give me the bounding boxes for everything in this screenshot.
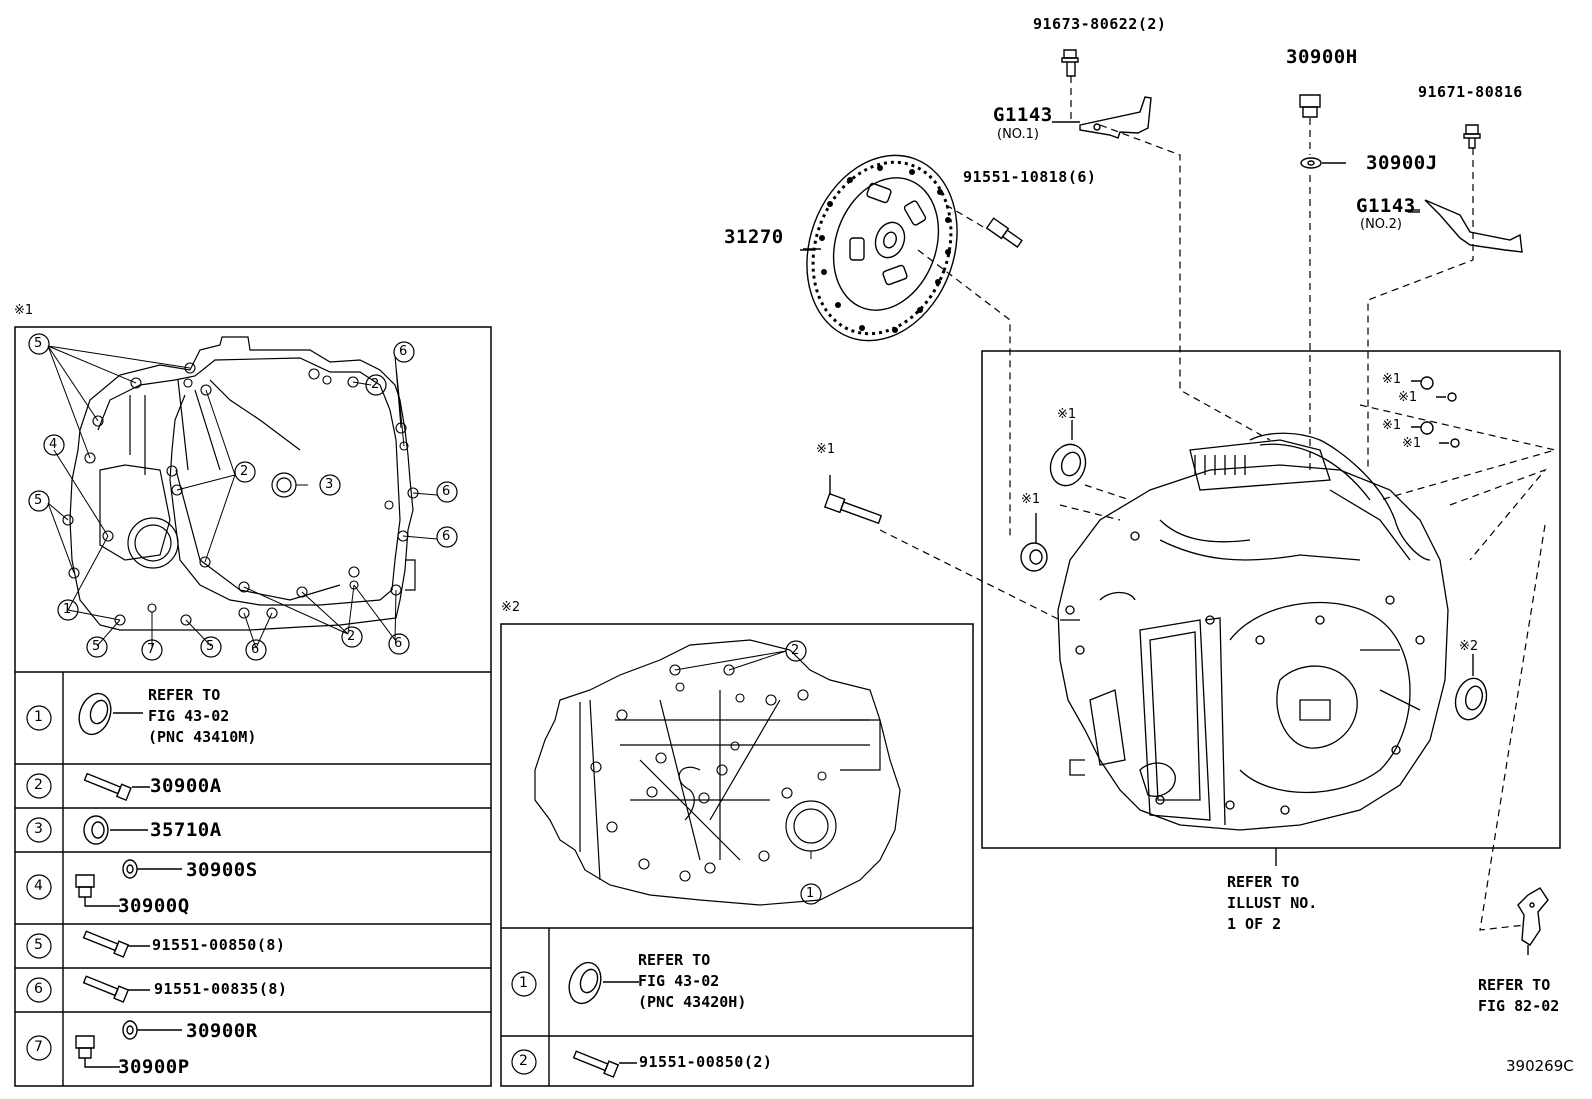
bolt-91671-icon bbox=[1463, 124, 1481, 149]
part-label-31270[interactable]: 31270 bbox=[724, 226, 784, 248]
plug-30900h-icon bbox=[1299, 94, 1321, 118]
table2-row1-refer[interactable]: REFER TO FIG 43-02 (PNC 43420H) bbox=[638, 951, 747, 1011]
note-mark-washer-b: ※1 bbox=[1402, 436, 1422, 451]
row-num-3: 3 bbox=[34, 821, 43, 837]
note-mark-seal-upper: ※1 bbox=[1057, 407, 1077, 422]
bolt-91673-icon bbox=[1061, 49, 1079, 77]
part-label-30900j[interactable]: 30900J bbox=[1366, 152, 1438, 174]
part-label-91671-80816[interactable]: 91671-80816 bbox=[1418, 83, 1523, 101]
bolt-91551-00850-t2-icon bbox=[572, 1050, 620, 1078]
table1-row5-part[interactable]: 91551-00850(8) bbox=[152, 936, 286, 954]
refer-illust-note[interactable]: REFER TO ILLUST NO. 1 OF 2 bbox=[1227, 873, 1318, 933]
callouts-table1 bbox=[28, 333, 458, 661]
oil-seal-upper-icon bbox=[1049, 443, 1087, 487]
bolt-30900a-icon bbox=[83, 772, 132, 802]
table1-row2-part[interactable]: 30900A bbox=[150, 775, 222, 797]
bracket-g1143-no1-icon bbox=[1079, 96, 1152, 139]
callout-6c: 6 bbox=[442, 484, 451, 499]
note-mark-table2: ※2 bbox=[501, 600, 521, 615]
t2-callout-2: 2 bbox=[791, 643, 800, 658]
table1-frame bbox=[14, 326, 492, 1087]
note-mark-long-bolt: ※1 bbox=[816, 442, 836, 457]
note-mark-plug-a: ※1 bbox=[1382, 372, 1402, 387]
table1-row7-part-b[interactable]: 30900P bbox=[118, 1056, 190, 1078]
oil-seal-row1-icon bbox=[78, 692, 143, 736]
note-mark-table1: ※1 bbox=[14, 303, 34, 318]
callout-5b: 5 bbox=[34, 493, 43, 508]
table2-frame bbox=[500, 623, 974, 1087]
table1-row4-part-b[interactable]: 30900Q bbox=[118, 895, 190, 917]
callout-5d: 5 bbox=[206, 639, 215, 654]
callout-2a: 2 bbox=[240, 464, 249, 479]
table1-row3-part[interactable]: 35710A bbox=[150, 819, 222, 841]
bracket-g1143-no2-icon bbox=[1424, 199, 1523, 253]
washer-30900j-icon bbox=[1300, 157, 1322, 169]
callout-6a: 6 bbox=[251, 642, 260, 657]
refer-fig82-note[interactable]: REFER TO FIG 82-02 bbox=[1478, 976, 1560, 1015]
note-mark-seal-right: ※2 bbox=[1459, 639, 1479, 654]
callout-2b: 2 bbox=[371, 377, 380, 392]
callout-5c: 5 bbox=[92, 639, 101, 654]
plug-30900p-icon bbox=[75, 1035, 120, 1068]
transaxle-housing-view1-icon bbox=[69, 336, 416, 631]
table2-row2-part[interactable]: 91551-00850(2) bbox=[639, 1053, 773, 1071]
t2-row-num-2: 2 bbox=[519, 1053, 528, 1069]
row-num-5: 5 bbox=[34, 937, 43, 953]
callout-6b: 6 bbox=[399, 344, 408, 359]
part-label-91551-10818[interactable]: 91551-10818(6) bbox=[963, 168, 1097, 186]
note-mark-seal-lower: ※1 bbox=[1021, 492, 1041, 507]
part-sub-no1: (NO.1) bbox=[997, 127, 1039, 142]
t2-callout-1: 1 bbox=[806, 886, 815, 901]
table1-row1-refer[interactable]: REFER TO FIG 43-02 (PNC 43410M) bbox=[148, 686, 257, 746]
bracket-fig82-icon bbox=[1517, 887, 1549, 955]
callout-4: 4 bbox=[49, 437, 58, 452]
table1-row4-part-a[interactable]: 30900S bbox=[186, 859, 258, 881]
callout-3: 3 bbox=[325, 477, 334, 492]
bolt-91551-00835-icon bbox=[82, 975, 130, 1003]
row-num-6: 6 bbox=[34, 981, 43, 997]
part-label-g1143-no1[interactable]: G1143 bbox=[993, 104, 1053, 126]
note-mark-washer-a: ※1 bbox=[1398, 390, 1418, 405]
callout-2c: 2 bbox=[347, 629, 356, 644]
washer-30900s-icon bbox=[122, 859, 182, 879]
row-num-4: 4 bbox=[34, 878, 43, 894]
bolt-91551-10818-icon bbox=[985, 217, 1023, 249]
washer-30900r-icon bbox=[122, 1020, 182, 1040]
row-num-7: 7 bbox=[34, 1039, 43, 1055]
part-sub-no2: (NO.2) bbox=[1360, 217, 1402, 232]
oil-seal-right-icon bbox=[1454, 677, 1488, 721]
t2-row-num-1: 1 bbox=[519, 975, 528, 991]
callout-7: 7 bbox=[147, 642, 156, 657]
callout-6d: 6 bbox=[442, 529, 451, 544]
table1-row7-part-a[interactable]: 30900R bbox=[186, 1020, 258, 1042]
bolt-91551-00850-icon bbox=[82, 930, 130, 958]
part-label-g1143-no2[interactable]: G1143 bbox=[1356, 195, 1416, 217]
transaxle-frame bbox=[981, 350, 1561, 849]
callout-1: 1 bbox=[63, 602, 72, 617]
long-bolt-icon bbox=[823, 492, 883, 525]
transaxle-body-icon bbox=[1057, 432, 1449, 831]
note-mark-plug-b: ※1 bbox=[1382, 418, 1402, 433]
oil-seal-lower-icon bbox=[1020, 542, 1048, 572]
row-num-2: 2 bbox=[34, 777, 43, 793]
part-label-30900h[interactable]: 30900H bbox=[1286, 46, 1358, 68]
callout-6e: 6 bbox=[394, 636, 403, 651]
row-num-1: 1 bbox=[34, 709, 43, 725]
part-label-91673-80622[interactable]: 91673-80622(2) bbox=[1033, 15, 1167, 33]
oil-seal-row2-1-icon bbox=[568, 961, 639, 1005]
seal-35710a-icon bbox=[83, 815, 148, 845]
clutch-disc-31270-icon bbox=[806, 154, 958, 342]
diagram-id: 390269C bbox=[1506, 1057, 1574, 1075]
plug-30900q-icon bbox=[75, 874, 120, 907]
table1-row6-part[interactable]: 91551-00835(8) bbox=[154, 980, 288, 998]
callout-5a: 5 bbox=[34, 336, 43, 351]
